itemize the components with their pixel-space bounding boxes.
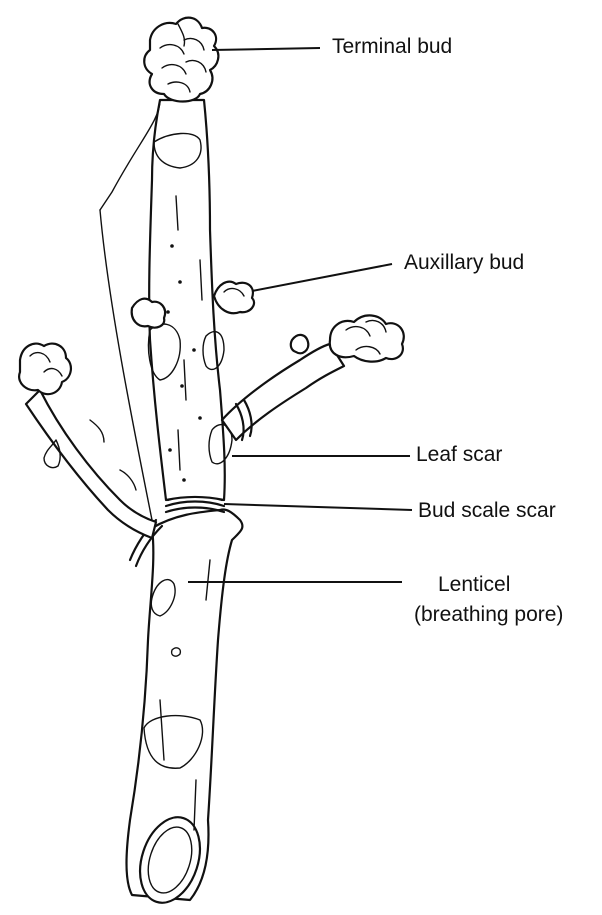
left-branch: [19, 344, 156, 538]
label-leaf-scar: Leaf scar: [416, 442, 502, 468]
terminal-bud: [144, 18, 218, 102]
main-stem: [127, 509, 243, 910]
auxillary-bud-leader: [252, 264, 392, 291]
right-branch: [222, 315, 404, 440]
terminal-bud-leader: [212, 48, 320, 50]
bud-scale-scar-leader: [224, 504, 412, 510]
label-bud-scale-scar: Bud scale scar: [418, 498, 556, 524]
label-lenticel: Lenticel: [438, 572, 510, 598]
label-terminal-bud: Terminal bud: [332, 34, 452, 60]
leader-lines: [188, 48, 412, 582]
label-auxillary-bud: Auxillary bud: [404, 250, 524, 276]
label-breathing-pore: (breathing pore): [414, 602, 563, 628]
